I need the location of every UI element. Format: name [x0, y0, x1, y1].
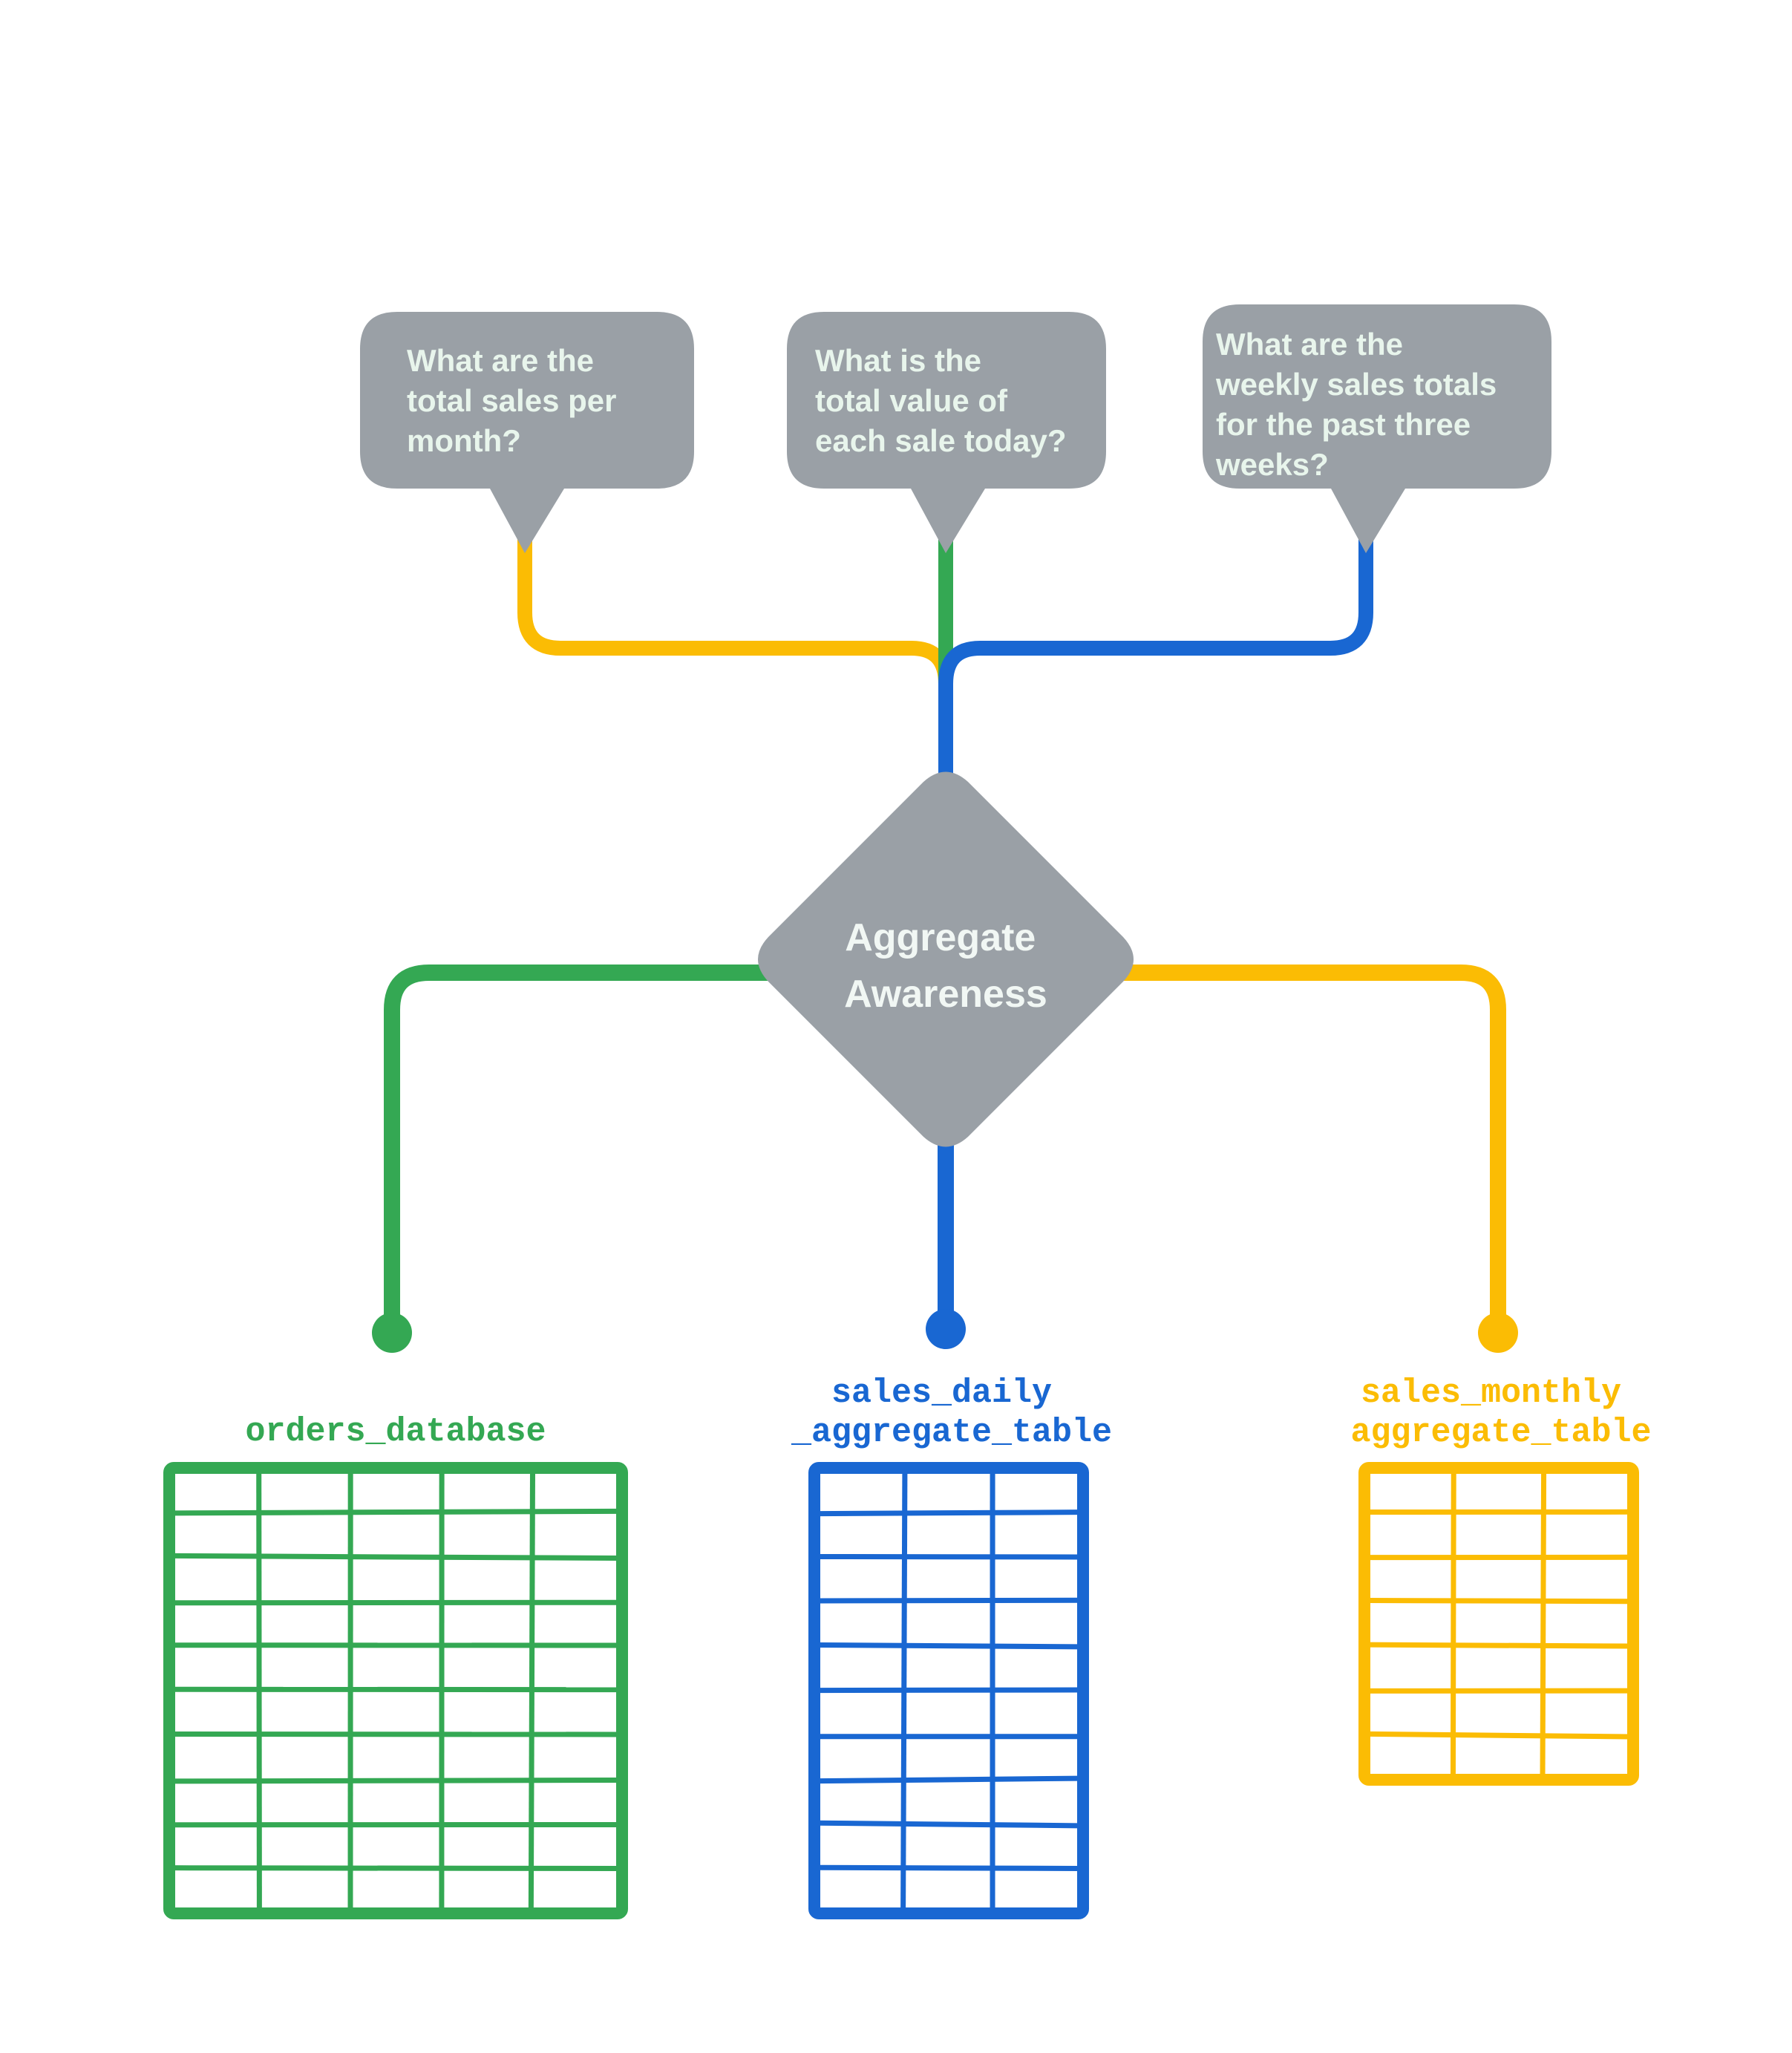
table-row-divider [174, 1868, 618, 1869]
connector-weekly-question [946, 483, 1366, 791]
table-label-line: sales_monthly [1361, 1374, 1621, 1412]
endpoint-dot-orders-database [372, 1313, 412, 1353]
endpoint-dot-sales-monthly [1478, 1313, 1518, 1353]
table-row-divider [819, 1600, 1079, 1601]
table-label-sales-monthly: sales_monthly aggregate_table [1350, 1374, 1651, 1452]
bubble-line: What is the [815, 343, 981, 378]
question-bubble-monthly[interactable]: What are the total sales per month? [360, 312, 694, 553]
table-row-divider [174, 1511, 618, 1513]
table-row-divider [819, 1867, 1079, 1868]
diamond-label-line-1: Aggregate [845, 916, 1036, 959]
bubble-line: weeks? [1215, 447, 1329, 482]
bubble-line: What are the [407, 343, 594, 378]
table-label-line: sales_daily [831, 1374, 1052, 1412]
endpoint-dot-sales-daily [926, 1309, 966, 1349]
connector-orders-database [392, 973, 768, 1329]
question-bubble-weekly[interactable]: What are the weekly sales totals for the… [1203, 304, 1551, 553]
table-label-line: orders_database [245, 1413, 546, 1451]
bubble-line: each sale today? [815, 423, 1066, 458]
table-row-divider [819, 1778, 1079, 1781]
table-label-orders-database: orders_database [245, 1413, 546, 1451]
table-row-divider [819, 1556, 1079, 1557]
table-label-line: _aggregate_table [791, 1414, 1112, 1452]
table-row-divider [819, 1645, 1079, 1646]
table-row-divider [819, 1823, 1079, 1826]
aggregate-awareness-node[interactable]: Aggregate Awareness [758, 772, 1134, 1147]
table-grid-sales-monthly-aggregate[interactable] [1364, 1468, 1633, 1780]
table-label-line: aggregate_table [1350, 1414, 1651, 1452]
table-label-sales-daily: sales_daily _aggregate_table [791, 1374, 1112, 1452]
diamond-shape [758, 772, 1134, 1147]
table-grid-sales-daily-aggregate[interactable] [814, 1468, 1083, 1913]
table-grid-orders-database[interactable] [169, 1468, 622, 1913]
table-row-divider [174, 1602, 618, 1603]
connector-sales-monthly [1123, 973, 1498, 1329]
bubble-line: for the past three [1216, 407, 1471, 442]
table-row-divider [819, 1690, 1079, 1691]
bubble-line: total sales per [407, 383, 616, 418]
bubble-line: weekly sales totals [1215, 367, 1497, 402]
diamond-label-line-2: Awareness [844, 973, 1047, 1016]
table-row-divider [1369, 1645, 1629, 1646]
table-column-divider [1543, 1472, 1544, 1775]
connector-monthly-question [525, 483, 946, 791]
table-row-divider [174, 1556, 618, 1558]
table-row-divider [819, 1512, 1079, 1514]
bubble-line: total value of [815, 383, 1008, 418]
question-bubble-daily[interactable]: What is the total value of each sale tod… [787, 312, 1106, 553]
table-row-divider [1369, 1734, 1629, 1737]
table-row-divider [1369, 1600, 1629, 1601]
bubble-line: What are the [1216, 327, 1403, 362]
bubble-line: month? [407, 423, 521, 458]
